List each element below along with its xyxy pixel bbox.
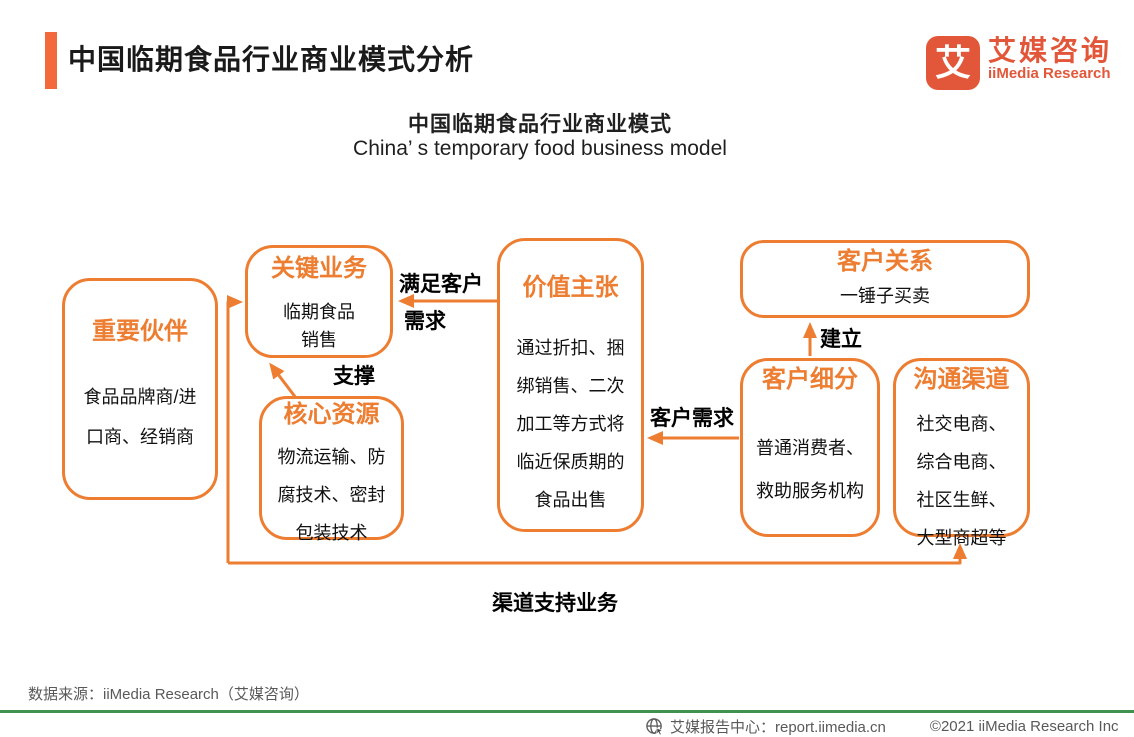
label-channel-support-business: 渠道支持业务 (492, 592, 618, 615)
box-text-line: 综合电商、 (916, 452, 1007, 472)
logo-name-cn: 艾媒咨询 (987, 35, 1112, 66)
box-communication-channels: 沟通渠道 社交电商、 综合电商、 社区生鲜、 大型商超等 (893, 358, 1030, 548)
box-text-line: 食品出售 (534, 490, 607, 510)
box-text-line: 救助服务机构 (756, 481, 864, 501)
box-title: 客户细分 (762, 366, 858, 393)
box-title: 客户关系 (837, 248, 933, 275)
footer-report-center: 艾媒报告中心：report.iimedia.cn (670, 719, 886, 736)
title-accent-bar (45, 32, 57, 89)
label-satisfy-customer-demand-line1: 满足客户 (399, 273, 483, 296)
box-title: 重要伙伴 (92, 318, 188, 345)
page-title: 中国临期食品行业商业模式分析 (68, 44, 475, 75)
box-text-line: 临期食品 (283, 302, 355, 322)
box-body: 临期食品 销售 (248, 298, 390, 354)
label-support: 支撑 (333, 365, 375, 388)
globe-icon (646, 718, 664, 736)
box-text-line: 一锤子买卖 (840, 286, 930, 306)
box-key-activities: 关键业务 临期食品 销售 (245, 245, 393, 358)
box-customer-segments: 客户细分 普通消费者、 救助服务机构 (740, 358, 880, 537)
box-body: 普通消费者、 救助服务机构 (743, 427, 877, 513)
box-text-line: 加工等方式将 (516, 414, 625, 434)
box-body: 食品品牌商/进 口商、经销商 (65, 377, 215, 457)
box-text-line: 食品品牌商/进 (83, 387, 197, 407)
box-title: 核心资源 (283, 401, 380, 428)
iimedia-logo-icon: 艾 (925, 36, 980, 90)
box-title: 关键业务 (271, 255, 367, 282)
footer-bottom-bar: 艾媒报告中心：report.iimedia.cn ©2021 iiMedia R… (645, 716, 1119, 737)
box-text-line: 绑销售、二次 (516, 376, 625, 396)
box-body: 社交电商、 综合电商、 社区生鲜、 大型商超等 (896, 405, 1027, 557)
box-customer-relations: 客户关系 一锤子买卖 (740, 240, 1030, 318)
box-text-line: 通过折扣、捆 (516, 338, 625, 358)
box-title: 价值主张 (522, 274, 619, 301)
box-value-proposition: 价值主张 通过折扣、捆 绑销售、二次 加工等方式将 临近保质期的 食品出售 (497, 238, 644, 532)
label-customer-demand: 客户需求 (650, 407, 734, 430)
footer-divider (0, 710, 1134, 713)
box-core-resources: 核心资源 物流运输、防 腐技术、密封 包装技术 (259, 396, 404, 543)
box-text-line: 腐技术、密封 (277, 485, 386, 505)
box-text-line: 普通消费者、 (756, 438, 864, 458)
footer-copyright: ©2021 iiMedia Research Inc (929, 718, 1119, 735)
box-title: 沟通渠道 (913, 366, 1010, 393)
box-key-partners: 重要伙伴 食品品牌商/进 口商、经销商 (62, 278, 218, 500)
iimedia-logo: 艾 艾媒咨询 iiMedia Research (925, 36, 1112, 90)
box-text-line: 包装技术 (295, 523, 368, 543)
box-text-line: 社区生鲜、 (916, 490, 1007, 510)
box-text-line: 销售 (301, 330, 337, 350)
box-text-line: 大型商超等 (916, 528, 1007, 548)
logo-text: 艾媒咨询 iiMedia Research (988, 36, 1112, 82)
box-body: 物流运输、防 腐技术、密封 包装技术 (262, 438, 401, 552)
box-body: 通过折扣、捆 绑销售、二次 加工等方式将 临近保质期的 食品出售 (500, 329, 641, 519)
diagram-subtitle-en: China’ s temporary food business model (353, 137, 727, 160)
box-text-line: 临近保质期的 (516, 452, 625, 472)
logo-name-en: iiMedia Research (987, 65, 1111, 82)
box-text-line: 社交电商、 (916, 414, 1007, 434)
label-establish: 建立 (820, 328, 862, 351)
data-source-note: 数据来源：iiMedia Research（艾媒咨询） (28, 686, 309, 703)
box-text-line: 口商、经销商 (86, 427, 194, 447)
box-text-line: 物流运输、防 (277, 447, 386, 467)
label-satisfy-customer-demand-line2: 需求 (404, 310, 446, 333)
box-body: 一锤子买卖 (743, 284, 1027, 308)
diagram-subtitle-cn: 中国临期食品行业商业模式 (408, 113, 672, 136)
